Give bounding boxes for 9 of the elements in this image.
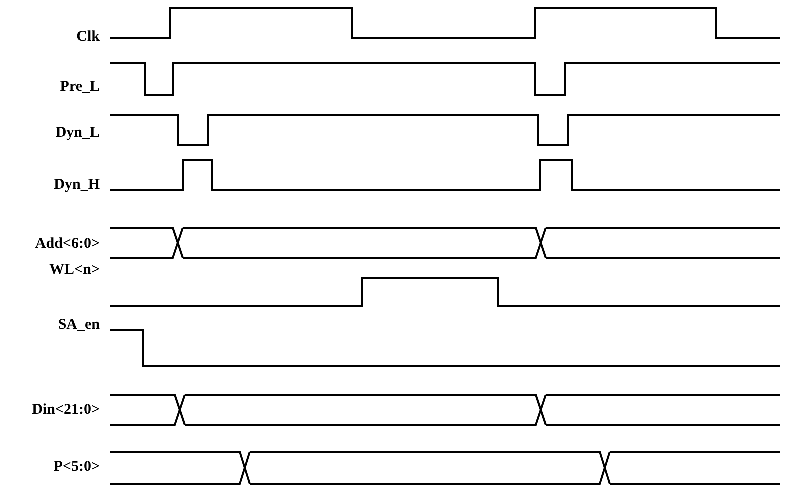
signal-name: Clk [76,28,100,46]
signal-name: Add<6:0> [35,235,100,253]
signal-name: Dyn_H [54,176,100,194]
signal-name: SA_en [58,316,100,334]
signal-name: Pre_L [60,78,100,96]
signal-name: Dyn_L [56,124,100,142]
signal-name: WL<n> [50,261,100,279]
signal-name: P<5:0> [54,458,100,476]
signal-name: Din<21:0> [32,401,100,419]
